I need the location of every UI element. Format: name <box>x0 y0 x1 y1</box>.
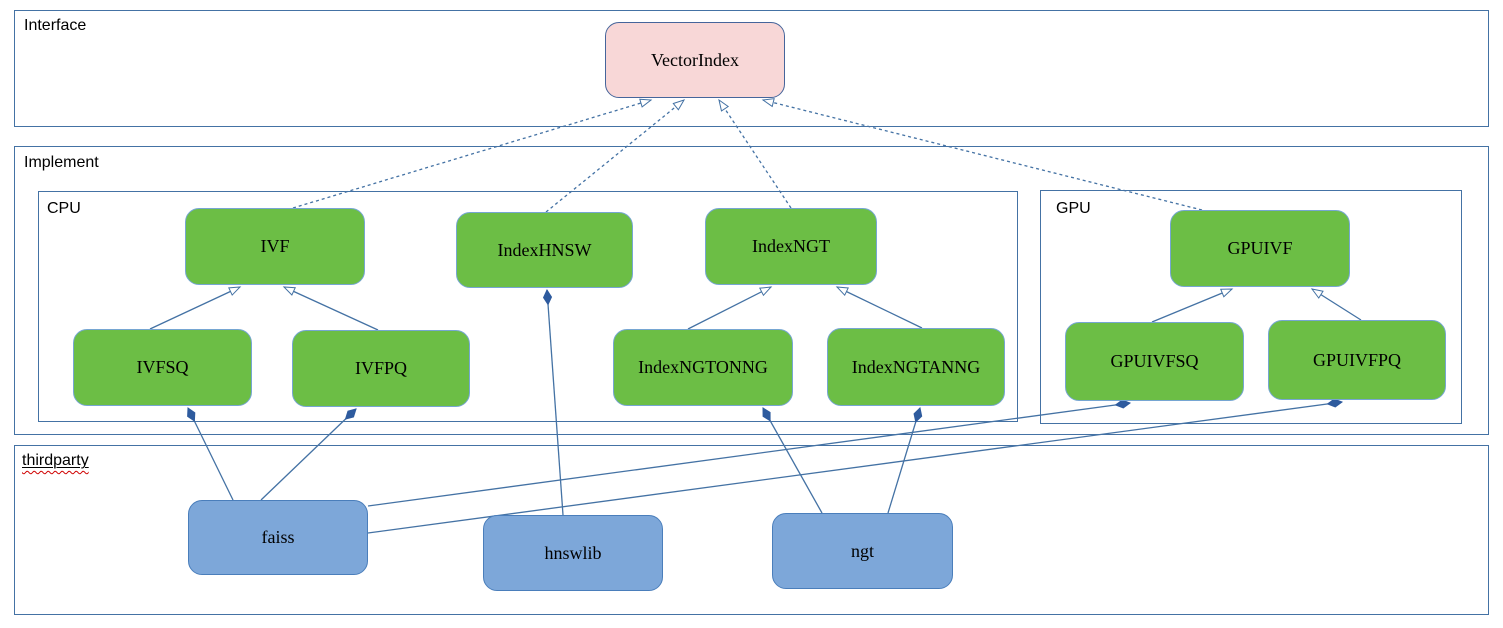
node-vectorindex[interactable]: VectorIndex <box>605 22 785 98</box>
node-hnswlib[interactable]: hnswlib <box>483 515 663 591</box>
container-implement-label: Implement <box>24 154 99 171</box>
node-vectorindex-label: VectorIndex <box>651 49 739 70</box>
node-indexhnsw[interactable]: IndexHNSW <box>456 212 633 288</box>
node-ivfpq-label: IVFPQ <box>354 358 407 378</box>
node-gpuivfpq-label: GPUIVFPQ <box>1312 349 1402 370</box>
node-faiss-label: faiss <box>261 527 295 547</box>
node-indexngtanng-label: IndexNGTANNG <box>851 356 981 377</box>
node-gpuivf-label: GPUIVF <box>1227 238 1293 258</box>
node-ivfpq[interactable]: IVFPQ <box>292 330 470 407</box>
node-hnswlib-label: hnswlib <box>544 542 602 563</box>
container-thirdparty-label: thirdparty <box>22 452 89 470</box>
node-faiss[interactable]: faiss <box>188 500 368 575</box>
node-ivfsq-label: IVFSQ <box>136 357 189 377</box>
node-indexngt[interactable]: IndexNGT <box>705 208 877 285</box>
node-gpuivfsq[interactable]: GPUIVFSQ <box>1065 322 1244 401</box>
node-ivf[interactable]: IVF <box>185 208 365 285</box>
node-ivfsq[interactable]: IVFSQ <box>73 329 252 406</box>
node-gpuivfsq-label: GPUIVFSQ <box>1110 351 1199 371</box>
node-indexngtonng-label: IndexNGTONNG <box>638 357 768 377</box>
node-indexngtonng[interactable]: IndexNGTONNG <box>613 329 793 406</box>
node-ngt-label: ngt <box>850 540 874 561</box>
node-ngt[interactable]: ngt <box>772 513 953 589</box>
node-indexngt-label: IndexNGT <box>752 236 830 256</box>
node-indexngtanng[interactable]: IndexNGTANNG <box>827 328 1005 406</box>
container-thirdparty-label-text: thirdparty <box>22 452 89 469</box>
node-indexhnsw-label: IndexHNSW <box>497 239 592 260</box>
node-gpuivfpq[interactable]: GPUIVFPQ <box>1268 320 1446 400</box>
node-ivf-label: IVF <box>260 236 290 256</box>
container-interface-label: Interface <box>24 17 87 34</box>
container-cpu-label: CPU <box>47 200 81 217</box>
node-gpuivf[interactable]: GPUIVF <box>1170 210 1350 287</box>
